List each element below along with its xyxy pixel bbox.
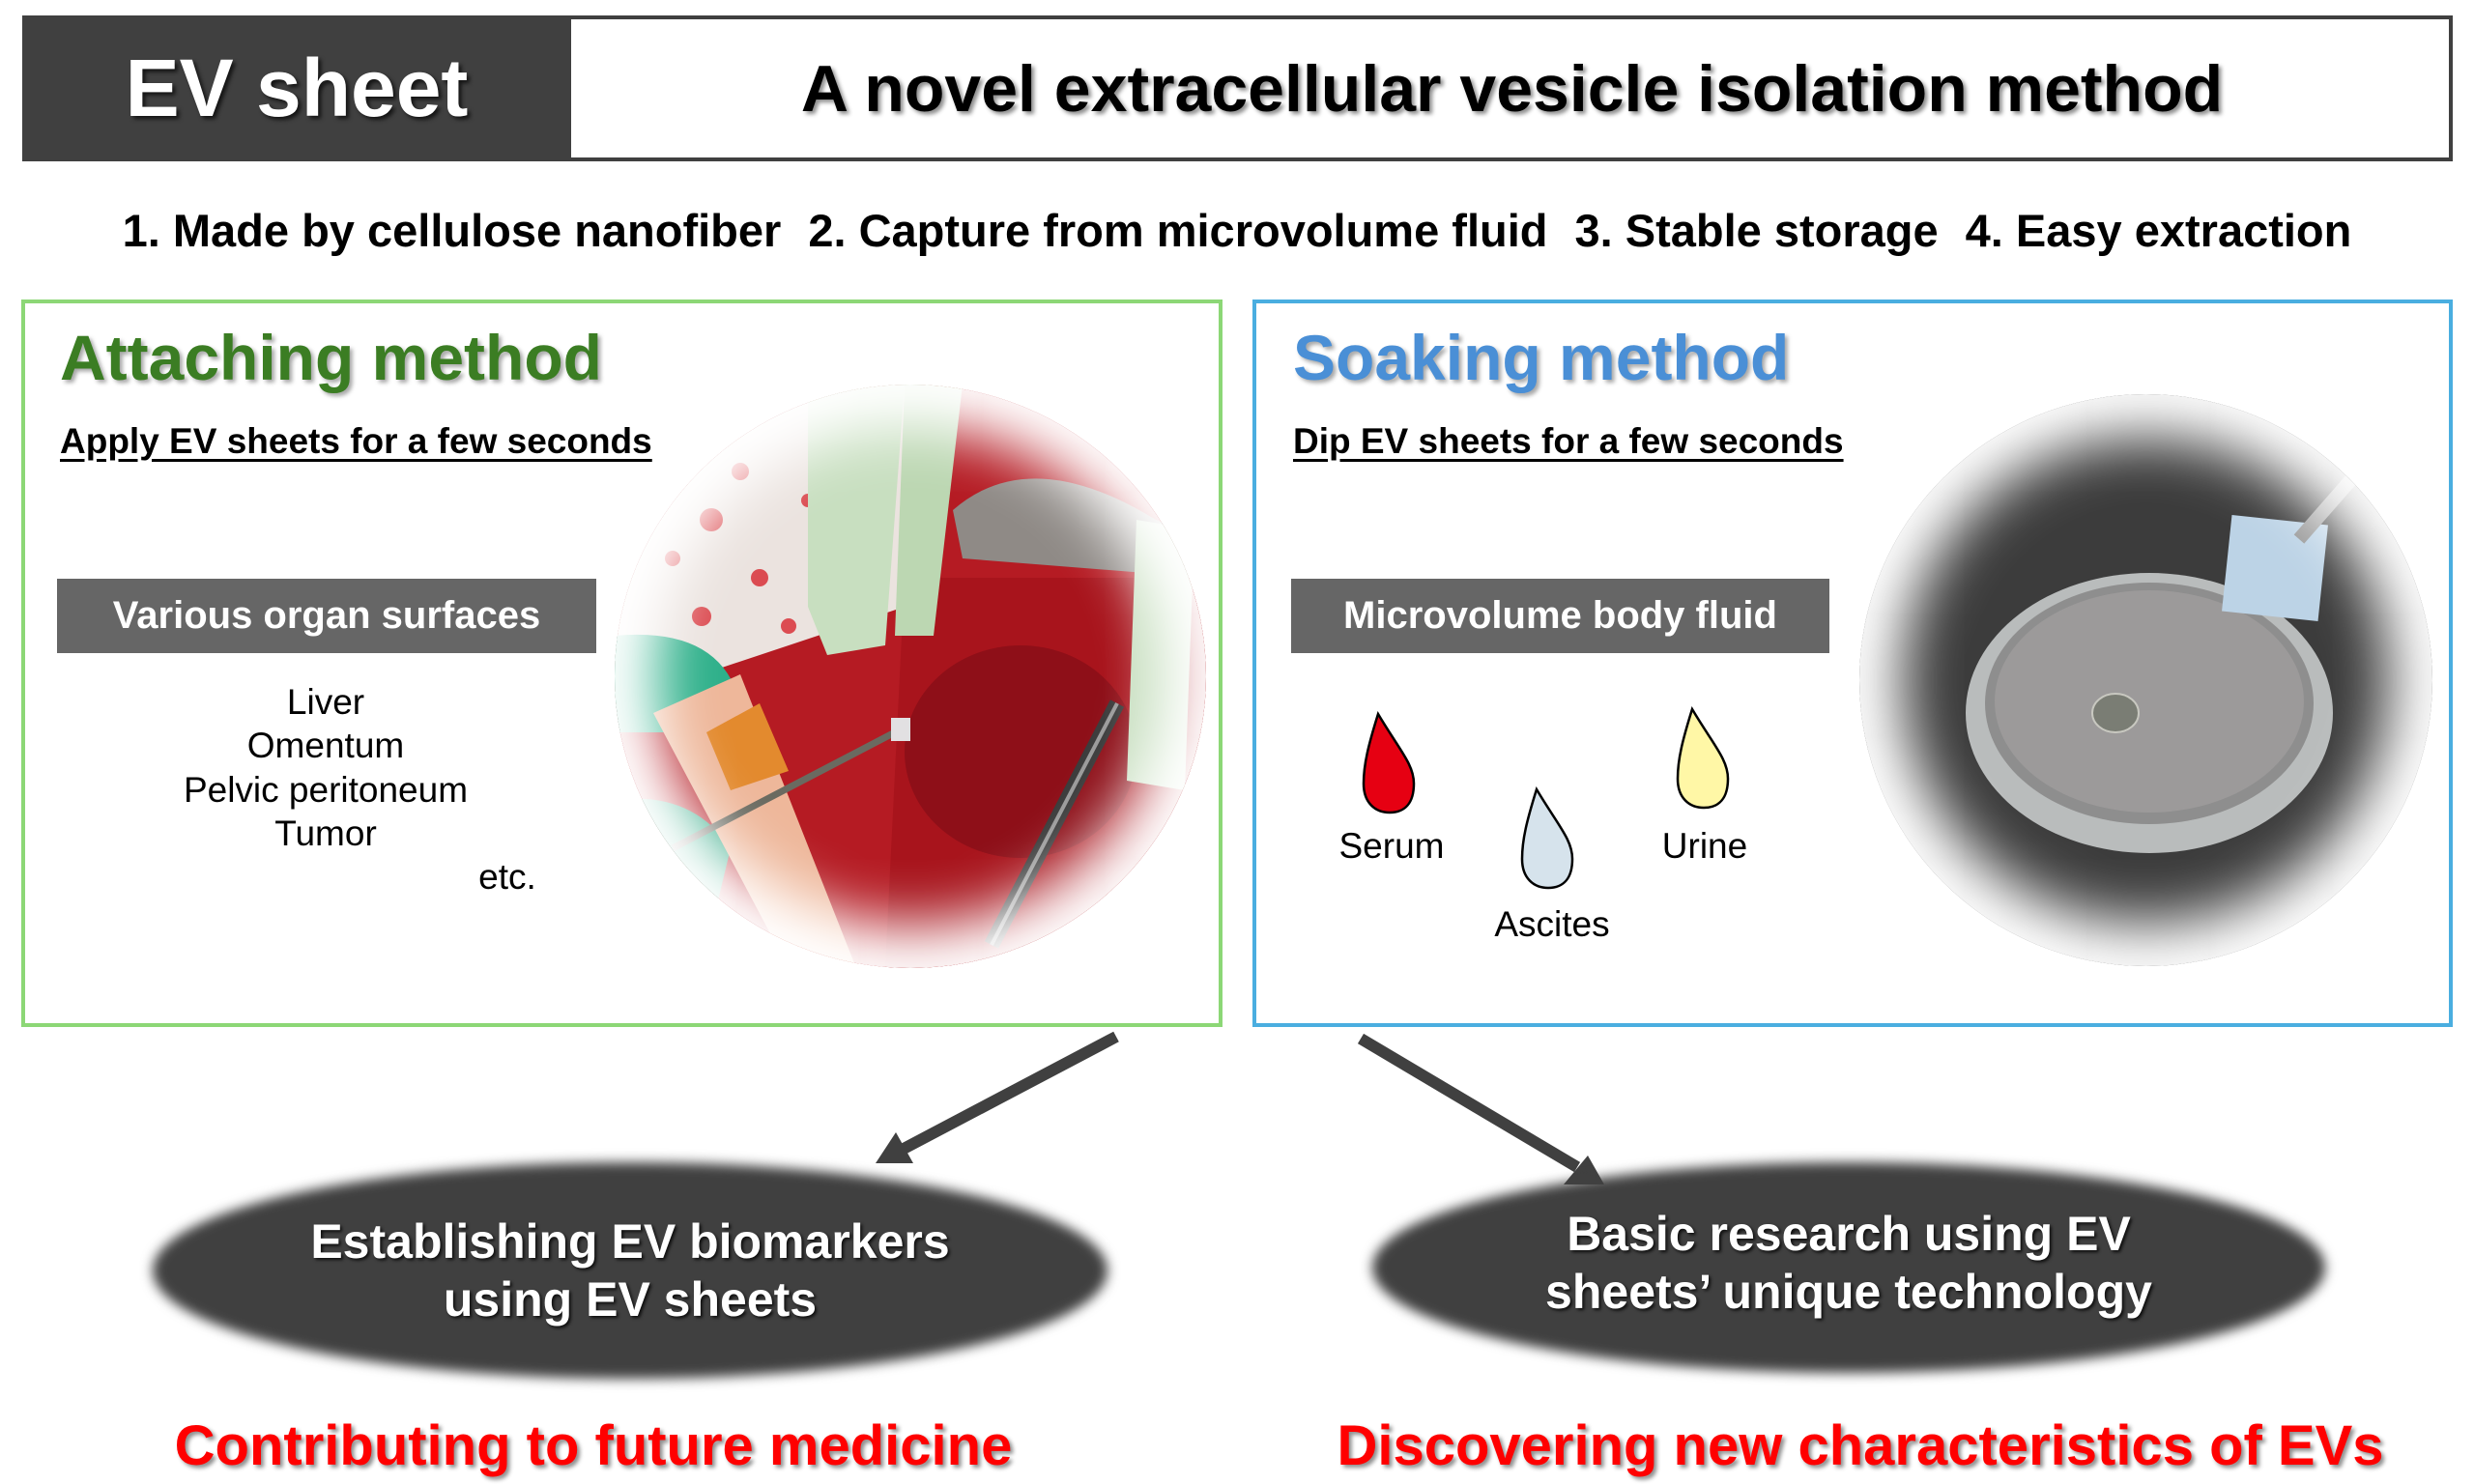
arrow-to-biomarkers [876, 1031, 1119, 1163]
organ-item: Tumor [274, 813, 377, 853]
biomarkers-oval [153, 1162, 1108, 1379]
feature-item: 3. Stable storage [1574, 204, 1939, 256]
soaking-method-subtitle: Dip EV sheets for a few seconds [1293, 421, 1844, 461]
biomarkers-oval-text: Establishing EV biomarkers using EV shee… [153, 1162, 1108, 1379]
outcome-future-medicine: Contributing to future medicine [174, 1414, 1013, 1477]
oval-line: sheets’ unique technology [1545, 1265, 2152, 1319]
body-fluid-label: Microvolume body fluid [1291, 579, 1829, 653]
petri-dish-photo [1859, 394, 2432, 966]
oval-line: Establishing EV biomarkers [310, 1214, 950, 1269]
header-tag: EV sheet [125, 43, 469, 133]
feature-item: 4. Easy extraction [1965, 204, 2352, 256]
feature-item: 2. Capture from microvolume fluid [808, 204, 1548, 256]
header-tag-background [22, 15, 571, 161]
soaking-method-title: Soaking method [1293, 322, 1790, 393]
attaching-method-subtitle: Apply EV sheets for a few seconds [60, 421, 652, 461]
arrow-to-basic-research [1357, 1033, 1604, 1184]
oval-line: Basic research using EV [1567, 1207, 2131, 1261]
attaching-method-title: Attaching method [60, 322, 602, 393]
fluid-label-serum: Serum [1338, 826, 1445, 866]
feature-item: 1. Made by cellulose nanofiber [122, 204, 782, 256]
outcome-new-characteristics: Discovering new characteristics of EVs [1337, 1414, 2384, 1477]
fluid-label-urine: Urine [1661, 826, 1748, 866]
page-title: A novel extracellular vesicle isolation … [800, 51, 2224, 126]
organ-surfaces-label: Various organ surfaces [57, 579, 596, 653]
urine-drop-icon [1676, 706, 1730, 810]
basic-research-oval-text: Basic research using EV sheets’ unique t… [1372, 1157, 2325, 1368]
feature-list: 1. Made by cellulose nanofiber 2. Captur… [0, 199, 2474, 261]
ascites-drop-icon [1520, 786, 1574, 890]
petri-dish-illustration [1859, 394, 2432, 966]
organ-etc: etc. [478, 857, 536, 897]
basic-research-oval [1372, 1162, 2325, 1373]
serum-drop-icon [1362, 711, 1416, 814]
oval-line: using EV sheets [443, 1272, 818, 1327]
organ-item: Liver [286, 682, 365, 722]
fluid-label-ascites: Ascites [1494, 904, 1610, 944]
organ-item: Omentum [246, 726, 405, 765]
organ-item: Pelvic peritoneum [183, 770, 469, 810]
